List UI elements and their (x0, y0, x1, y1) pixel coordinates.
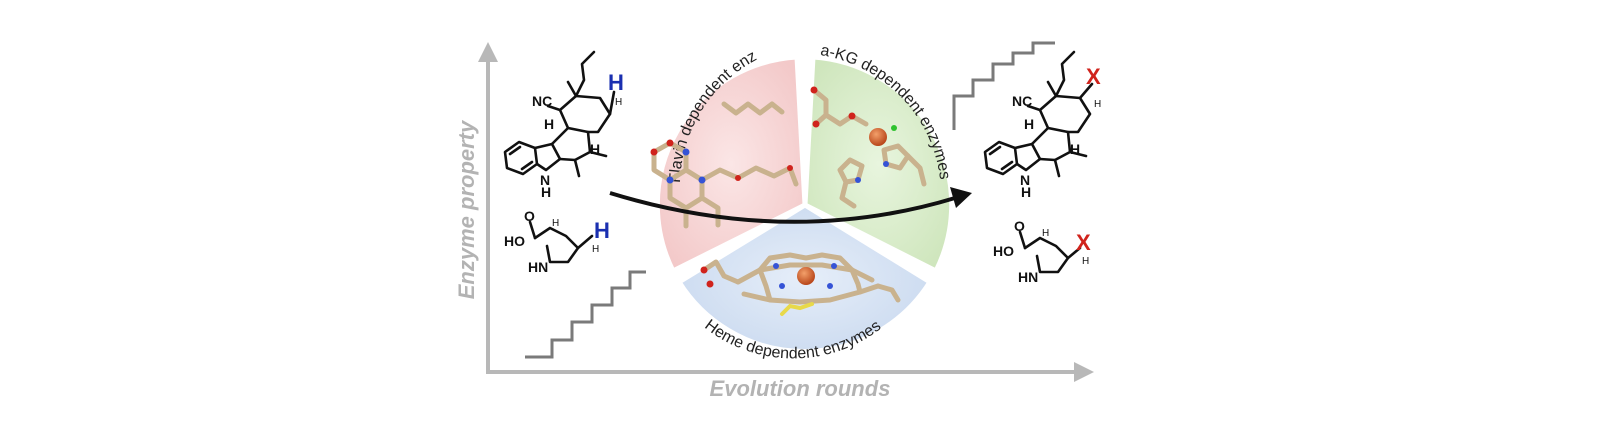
left-proline-h: H (552, 218, 559, 229)
right-ring-h-label: H (1024, 116, 1034, 132)
left-proline-molecule (528, 220, 594, 264)
heme-cofactor-model (700, 252, 901, 316)
right-indole-h-label: H (1021, 184, 1031, 200)
y-axis-arrowhead (478, 42, 498, 62)
y-axis-label: Enzyme property (454, 119, 479, 299)
pie-segment-akg (802, 54, 955, 275)
transformation-arrowhead (950, 187, 972, 208)
left-indole-n-label: N (540, 172, 550, 188)
right-marker-x-proline: X (1076, 230, 1091, 255)
right-proline-h: H (1042, 228, 1049, 239)
flavin-cofactor-model (650, 101, 799, 229)
right-proline-small-h: H (1082, 256, 1089, 267)
left-marker-h-proline: H (594, 218, 610, 243)
staircase-lower-left (525, 270, 646, 359)
x-axis (486, 362, 1094, 382)
iron-atom-heme (797, 267, 815, 285)
left-amine-label: HN (528, 259, 548, 275)
left-marker-h-indole: H (608, 70, 624, 95)
left-indole-molecule (503, 50, 616, 178)
left-hydroxyl-label: HO (504, 233, 525, 249)
left-nitrile-label: NC (532, 93, 552, 109)
right-indole-molecule (983, 50, 1094, 178)
transformation-arrow (609, 191, 956, 224)
right-small-h: H (1094, 99, 1101, 110)
left-proline-small-h: H (592, 244, 599, 255)
heme-substrate (780, 302, 814, 316)
right-nitrile-label: NC (1012, 93, 1032, 109)
left-ring-h-label: H (544, 116, 554, 132)
pie-segment-flavin (654, 54, 808, 275)
left-carbonyl-label: O (524, 208, 535, 224)
right-marker-x-indole: X (1086, 64, 1101, 89)
left-junction-h-label: H (590, 141, 600, 157)
left-indole-h-label: H (541, 184, 551, 200)
staircase-upper-right (952, 41, 1055, 130)
right-amine-label: HN (1018, 269, 1038, 285)
y-axis (478, 42, 498, 372)
label-flavin: Flavin dependent enzymes (0, 0, 759, 183)
right-proline-molecule (1018, 230, 1082, 274)
akg-active-site-model (810, 86, 927, 209)
right-hydroxyl-label: HO (993, 243, 1014, 259)
x-axis-arrowhead (1074, 362, 1094, 382)
right-carbonyl-label: O (1014, 218, 1025, 234)
right-junction-h-label: H (1070, 141, 1080, 157)
left-small-h: H (615, 97, 622, 108)
x-axis-label: Evolution rounds (710, 376, 891, 401)
right-indole-n-label: N (1020, 172, 1030, 188)
iron-atom-akg (869, 128, 887, 146)
